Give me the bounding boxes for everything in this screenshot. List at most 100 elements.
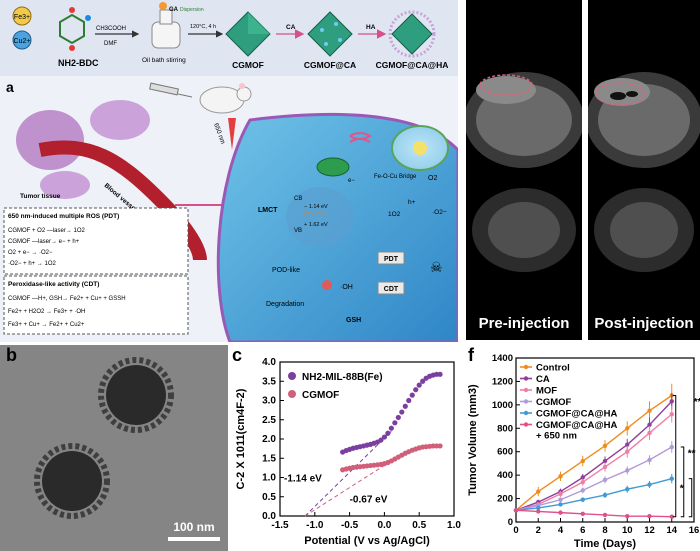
data-point [647, 482, 652, 487]
degradation-label: Degradation [266, 301, 304, 308]
oil-bath-label: Oil bath stirring [142, 57, 186, 64]
pdt-line: CGMOF + O2 —laser→ 1O2 [8, 228, 86, 234]
legend-marker [523, 387, 529, 393]
data-point [392, 420, 398, 426]
pod-label: POD-like [272, 267, 300, 274]
series-line [515, 509, 672, 518]
data-point [536, 505, 541, 511]
data-point [378, 437, 384, 443]
significance-bracket [688, 478, 693, 518]
cb-energy-label: − 1.14 eV [304, 204, 328, 210]
data-point [558, 491, 563, 497]
cu-ion-icon [12, 30, 32, 50]
legend-marker [523, 410, 529, 416]
y-tick-label: 3.5 [262, 376, 276, 387]
x-tick-label: -0.5 [341, 520, 359, 531]
cgmof-crystal-icon [225, 11, 271, 57]
data-point [388, 425, 394, 431]
cdt-line: Fe2+ + H2O2 → Fe3+ + ·OH [8, 309, 85, 315]
nucleolus-icon [413, 141, 427, 155]
pdt-box-title: 650 nm-induced multiple ROS (PDT) [8, 213, 119, 220]
y-tick-label: 1400 [492, 353, 513, 364]
y-tick-label: 1200 [492, 376, 513, 387]
data-point [625, 468, 630, 473]
pdt-line: ·O2− + h+ → 1O2 [8, 261, 57, 267]
scale-bar-label: 100 nm [173, 520, 214, 534]
solvent-label: DMF [104, 41, 117, 47]
data-point [669, 412, 674, 417]
data-point [420, 378, 426, 384]
x-tick-label: 1.0 [447, 520, 461, 531]
nanoparticle-icon [98, 357, 174, 433]
mri-pre-image [466, 72, 582, 272]
panel-c-label: c [232, 345, 243, 365]
x-tick-label: 0.5 [412, 520, 426, 531]
y-tick-label: 4.0 [262, 357, 276, 368]
x-tick-label: 12 [644, 525, 655, 536]
golgi-icon [349, 132, 372, 143]
data-point [409, 392, 415, 398]
band-bubble [286, 187, 354, 247]
data-point [625, 513, 630, 519]
x-tick-label: 2 [536, 525, 541, 536]
legend-label: NH2-MIL-88B(Fe) [302, 372, 383, 383]
data-point [625, 426, 630, 431]
x-tick-label: 10 [622, 525, 633, 536]
data-point [413, 387, 419, 393]
legend-label: CGMOF [302, 390, 339, 401]
y-tick-label: 2.5 [262, 415, 276, 426]
dispersion-label: Dispersion [180, 7, 204, 13]
x-tick-label: 16 [689, 525, 700, 536]
data-point [580, 497, 585, 502]
laser-label: 650 nm [212, 122, 226, 145]
x-axis-label: Time (Days) [574, 538, 636, 550]
mri-post-caption: Post-injection [594, 315, 694, 332]
legend-marker [288, 390, 296, 398]
series-line [515, 446, 673, 511]
x-tick-label: 0.0 [377, 520, 391, 531]
significance-bracket [672, 394, 677, 518]
data-point [580, 475, 585, 480]
arrow-ca-label: CA [286, 24, 296, 31]
cdt-box [377, 281, 405, 295]
oh-label: ·OH [340, 284, 353, 291]
legend-marker [523, 399, 529, 404]
oil-bath-flask-icon [151, 2, 181, 49]
x-axis-label: Potential (V vs Ag/AgCl) [304, 535, 430, 547]
mri-post-image [588, 72, 700, 272]
product-cgmof-ca-ha-label: CGMOF@CA@HA [376, 60, 449, 70]
series-line [515, 477, 672, 511]
heating-label: 120°C, 4 h [190, 24, 216, 30]
data-point [625, 449, 630, 454]
tem-image: 100 nm [0, 345, 228, 551]
data-point [647, 422, 652, 427]
cdt-line: Fe3+ + Cu+ → Fe2+ + Cu2+ [8, 322, 85, 328]
panel-b-label: b [6, 345, 17, 365]
fe-ion-icon [12, 6, 32, 26]
y-tick-label: 0.0 [262, 511, 276, 522]
x-tick-label: -1.0 [306, 520, 324, 531]
y-tick-label: 800 [497, 423, 513, 434]
bridge-label: Fe-O-Cu Bridge [374, 174, 417, 180]
product-cgmof-label: CGMOF [232, 60, 264, 70]
data-point [669, 444, 674, 450]
data-point [647, 457, 652, 463]
series-line [515, 400, 673, 511]
o2-label: O2 [428, 175, 437, 182]
legend-marker [523, 376, 529, 381]
schematic-panel: Fe3+ Cu2+ NH2-BDC CH3COOH DMF GA Dispers… [0, 0, 458, 342]
pdt-reaction-box [3, 207, 189, 275]
data-point [669, 399, 674, 404]
gsh-label: GSH [346, 317, 361, 324]
data-point [437, 443, 443, 449]
legend-label: Control [536, 363, 570, 374]
singlet-oxygen-label: 1O2 [388, 211, 401, 218]
panel-d-label: d [470, 2, 481, 22]
data-point [437, 371, 443, 377]
y-tick-label: 1.0 [262, 473, 276, 484]
data-point [513, 508, 519, 513]
panel-f-label: f [468, 345, 474, 365]
data-point [558, 510, 563, 515]
data-point [602, 477, 608, 483]
